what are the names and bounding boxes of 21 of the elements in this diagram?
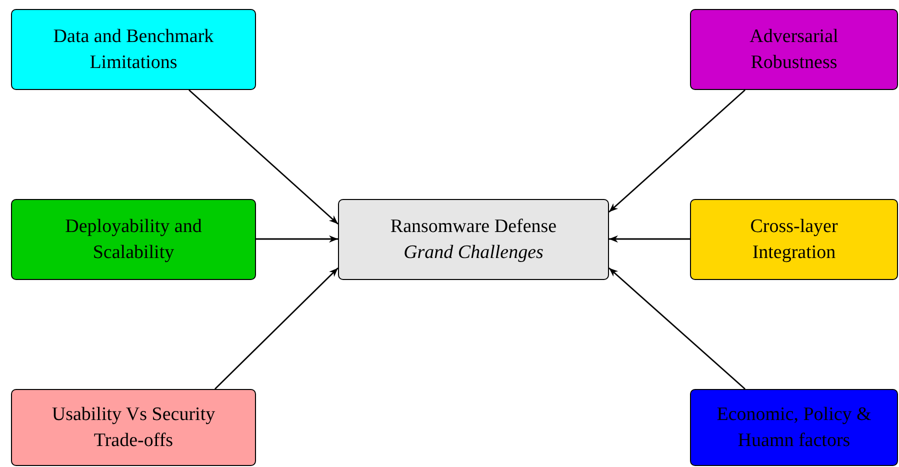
arrow [214, 268, 338, 390]
box-label: Ransomware Defense [390, 214, 557, 238]
box-label: Adversarial Robustness [748, 24, 840, 74]
arrow [608, 89, 746, 213]
rounded-box [690, 9, 898, 90]
rounded-box [11, 389, 256, 466]
rounded-box [690, 389, 898, 466]
box-label: Cross-layer Integration [749, 214, 839, 264]
rounded-box [338, 199, 609, 280]
arrow [608, 267, 746, 390]
box-label: Data and Benchmark Limitations [52, 24, 215, 74]
rounded-box [11, 199, 256, 280]
arrow [609, 235, 690, 243]
rounded-box [690, 199, 898, 280]
rounded-box [11, 9, 256, 90]
arrow [256, 235, 338, 243]
arrow [188, 89, 338, 225]
subtitle-text: Grand Challenges [404, 240, 544, 264]
box-label: Usability Vs Security Trade-offs [50, 402, 216, 452]
box-label: Deployability and Scalability [64, 214, 203, 264]
box-label: Economic, Policy & Huamn factors [716, 402, 872, 452]
